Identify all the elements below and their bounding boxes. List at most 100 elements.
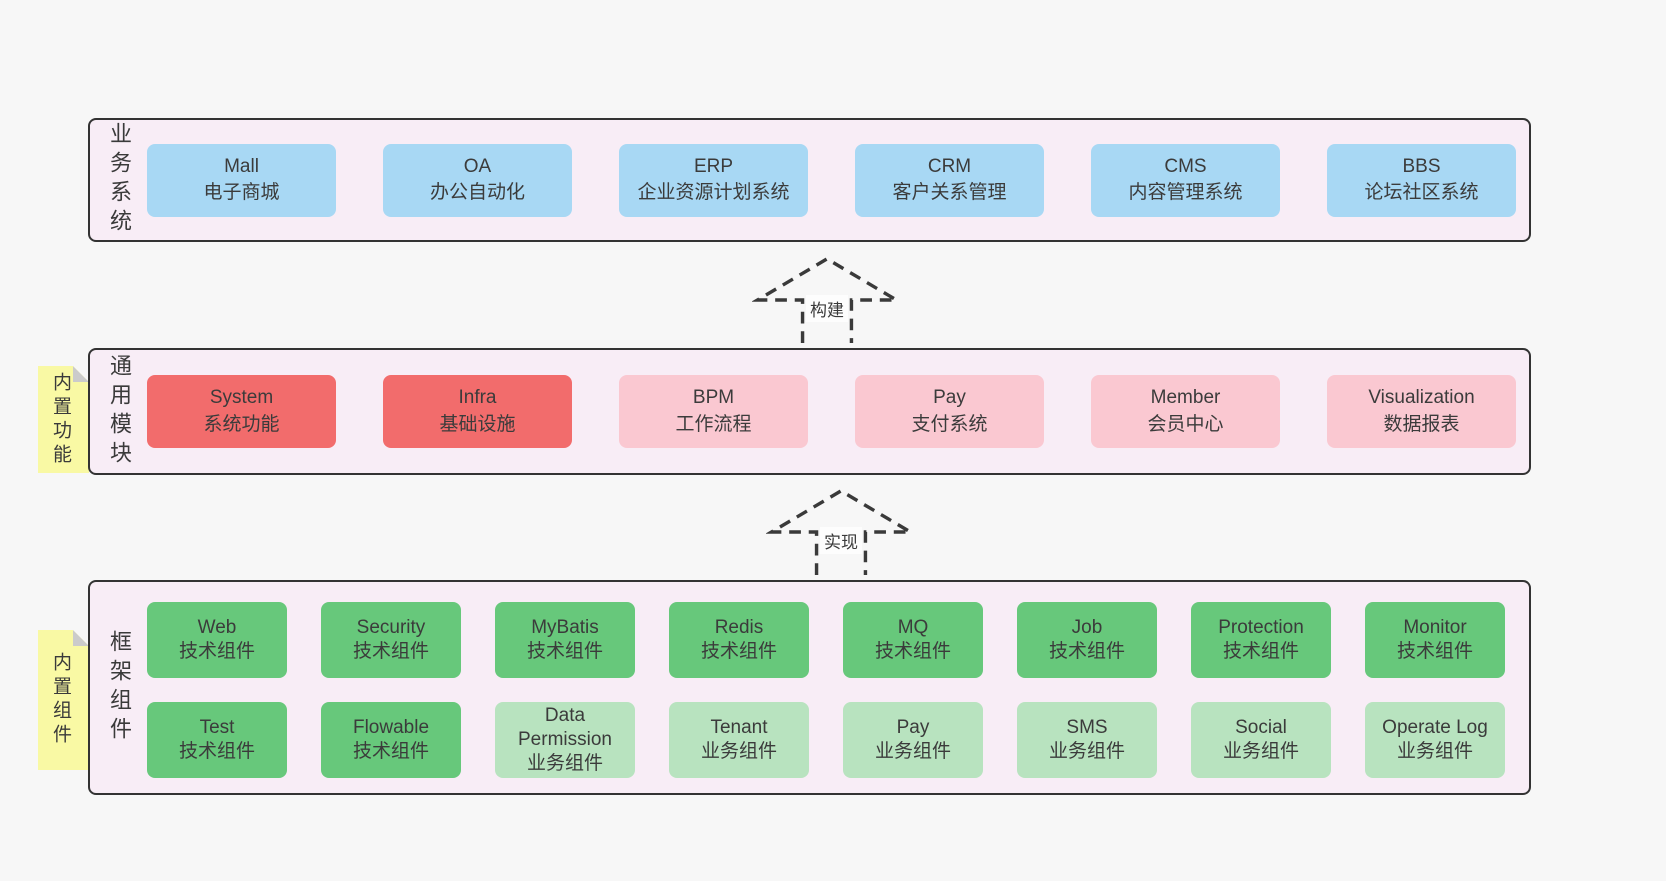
box-name: Mall [224,155,259,177]
box-flowable: Flowable 技术组件 [321,702,461,778]
box-cms: CMS 内容管理系统 [1091,143,1280,217]
tab-built-in-features: 内置功能 [38,366,89,473]
box-name: Job [1071,616,1103,638]
box-protection: Protection 技术组件 [1191,602,1331,678]
box-mall: Mall 电子商城 [147,143,336,217]
box-name: Tenant [710,716,768,738]
box-name: ERP [693,155,734,177]
box-oa: OA 办公自动化 [383,143,572,217]
box-subtitle: 业务组件 [1222,741,1299,762]
modules-box-row: System 系统功能 Infra 基础设施 BPM 工作流程 Pay 支付系统… [147,350,1516,473]
box-name: Operate Log [1382,716,1488,738]
box-subtitle: 技术组件 [352,641,429,662]
box-name: Pay [933,387,966,409]
layer-business-systems: 业务系统 Mall 电子商城 OA 办公自动化 ERP 企业资源计划系统 CRM… [88,118,1531,242]
box-subtitle: 技术组件 [526,641,603,662]
layer-label-business: 业务系统 [107,122,132,238]
box-subtitle: 技术组件 [874,641,951,662]
box-name: Visualization [1368,387,1475,409]
box-visualization: Visualization 数据报表 [1327,375,1516,448]
box-web: Web 技术组件 [147,602,287,678]
arrow-implement-label: 实现 [820,527,862,554]
box-name: BPM [692,387,735,409]
arrow-implement: 实现 [766,487,916,575]
box-name: Pay [896,716,930,738]
box-member: Member 会员中心 [1091,375,1280,448]
box-name: MQ [897,616,929,638]
box-subtitle: 企业资源计划系统 [637,182,790,203]
business-box-row: Mall 电子商城 OA 办公自动化 ERP 企业资源计划系统 CRM 客户关系… [147,120,1516,240]
box-subtitle: 支付系统 [911,413,988,435]
arrow-build-label: 构建 [806,295,848,322]
box-test: Test 技术组件 [147,702,287,778]
box-monitor: Monitor 技术组件 [1365,602,1505,678]
box-name: CRM [927,155,972,177]
box-bpm: BPM 工作流程 [619,375,808,448]
box-name: SMS [1066,716,1108,738]
box-name: Member [1150,387,1221,409]
box-subtitle: 业务组件 [874,741,951,762]
box-subtitle: 技术组件 [178,641,255,662]
box-subtitle: 论坛社区系统 [1364,182,1479,203]
tab-built-in-components: 内置组件 [38,630,89,770]
box-job: Job 技术组件 [1017,602,1157,678]
box-name: Web [197,616,237,638]
arrow-build: 构建 [752,255,902,343]
box-subtitle: 内容管理系统 [1128,182,1243,203]
layer-common-modules: 通用模块 System 系统功能 Infra 基础设施 BPM 工作流程 Pay… [88,348,1531,475]
box-name: Security [356,616,426,638]
box-pay-component: Pay 业务组件 [843,702,983,778]
layer-label-components: 框架组件 [107,629,132,746]
box-subtitle: 业务组件 [1048,741,1125,762]
box-subtitle: 技术组件 [700,641,777,662]
box-name: Protection [1218,616,1304,638]
box-subtitle: 技术组件 [352,741,429,762]
box-tenant: Tenant 业务组件 [669,702,809,778]
layer-label-modules: 通用模块 [107,353,132,470]
box-subtitle: 业务组件 [700,741,777,762]
box-name: Flowable [352,716,430,738]
box-subtitle: 工作流程 [675,413,752,435]
box-name: OA [463,155,492,177]
dashed-up-arrow-icon [752,256,902,343]
box-name: CMS [1164,155,1207,177]
box-name: Monitor [1403,616,1467,638]
box-subtitle: 系统功能 [203,413,280,435]
box-security: Security 技术组件 [321,602,461,678]
box-operate-log: Operate Log 业务组件 [1365,702,1505,778]
box-system: System 系统功能 [147,375,336,448]
box-name: Test [199,716,235,738]
box-name: Infra [458,387,497,409]
dashed-up-arrow-icon [766,488,916,575]
box-name: MyBatis [531,616,599,638]
layer-framework-components: 框架组件 Web 技术组件 Security 技术组件 MyBatis 技术组件… [88,580,1531,795]
box-pay-module: Pay 支付系统 [855,375,1044,448]
box-subtitle: 技术组件 [1222,641,1299,662]
box-infra: Infra 基础设施 [383,375,572,448]
box-bbs: BBS 论坛社区系统 [1327,143,1516,217]
box-redis: Redis 技术组件 [669,602,809,678]
box-subtitle: 客户关系管理 [892,182,1007,203]
box-subtitle: 技术组件 [178,741,255,762]
box-mq: MQ 技术组件 [843,602,983,678]
box-mybatis: MyBatis 技术组件 [495,602,635,678]
box-subtitle: 技术组件 [1396,641,1473,662]
box-data-permission: Data Permission 业务组件 [495,702,635,778]
box-subtitle: 技术组件 [1048,641,1125,662]
box-subtitle: 业务组件 [1396,741,1473,762]
box-sms: SMS 业务组件 [1017,702,1157,778]
box-social: Social 业务组件 [1191,702,1331,778]
box-subtitle: 会员中心 [1147,413,1224,435]
box-name: System [209,387,274,409]
box-subtitle: 办公自动化 [429,182,525,203]
box-crm: CRM 客户关系管理 [855,143,1044,217]
components-box-row-2: Test 技术组件 Flowable 技术组件 Data Permission … [147,702,1505,778]
tab-built-in-features-label: 内置功能 [50,371,71,468]
box-name: Redis [714,616,764,638]
box-name: BBS [1402,155,1441,177]
box-subtitle: 基础设施 [439,413,516,435]
box-name: Social [1235,716,1287,738]
box-subtitle: 电子商城 [203,182,280,203]
box-subtitle: 数据报表 [1383,413,1460,435]
